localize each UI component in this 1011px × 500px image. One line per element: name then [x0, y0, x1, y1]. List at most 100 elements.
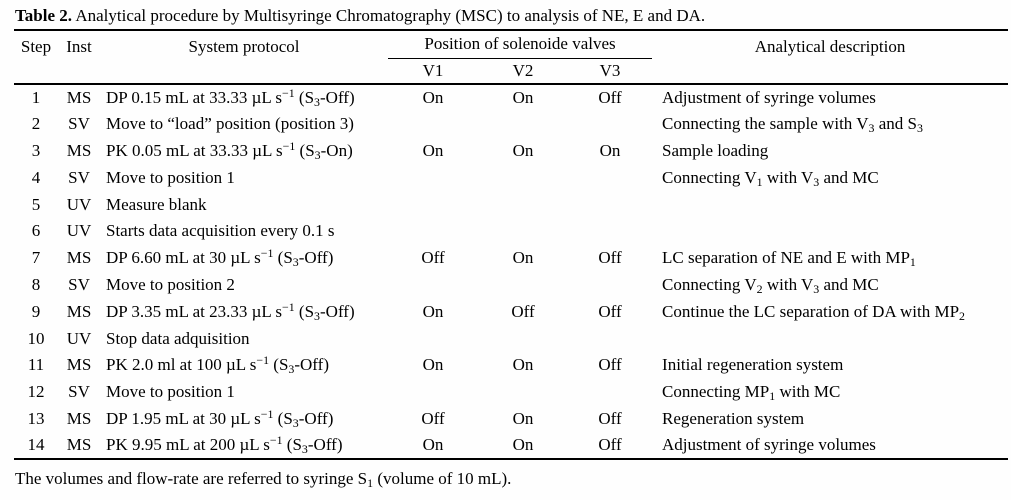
col-header-v3: V3 [599, 60, 621, 80]
cell-step: 2 [31, 114, 41, 134]
cell-inst: MS [58, 432, 100, 461]
cell-valve-v1: Off [421, 248, 445, 268]
cell-valve-v2: On [478, 432, 568, 461]
cell-valve-v3: Off [598, 408, 622, 428]
cell-valve-v2 [478, 191, 568, 218]
cell-step: 1 [14, 83, 58, 111]
cell-description: Connecting the sample with V3 and S3 [662, 114, 923, 136]
cell-protocol: Move to position 1 [106, 167, 235, 187]
cell-step: 3 [31, 140, 41, 160]
cell-valve-v1 [388, 218, 478, 245]
cell-inst: UV [66, 194, 92, 214]
cell-valve-v3 [568, 164, 652, 191]
table-row: 5 UV Measure blank [14, 191, 1008, 218]
col-header-v1: V1 [422, 60, 444, 80]
table-row: 13 MS DP 1.95 mL at 30 µL s−1 (S3-Off) O… [14, 406, 1008, 433]
cell-step: 6 [31, 221, 41, 241]
cell-inst: MS [66, 140, 92, 160]
cell-valve-v1: On [422, 301, 444, 321]
cell-description: Adjustment of syringe volumes [652, 83, 1009, 111]
cell-protocol: PK 9.95 mL at 200 µL s−1 (S3-Off) [100, 432, 388, 461]
col-header-step: Step [20, 37, 52, 56]
cell-protocol: DP 3.35 mL at 23.33 µL s−1 (S3-Off) [106, 299, 355, 323]
cell-valve-v1 [388, 272, 478, 299]
cell-step: 14 [14, 432, 58, 461]
cell-valve-v3 [568, 111, 652, 138]
table-row: 8 SV Move to position 2 Connecting V2 wi… [14, 272, 1008, 299]
cell-protocol: Move to position 2 [106, 274, 235, 294]
cell-valve-v3: Off [598, 248, 622, 268]
cell-valve-v2 [478, 111, 568, 138]
col-header-analytical-description: Analytical description [754, 37, 906, 56]
cell-step: 13 [27, 408, 45, 428]
cell-inst: UV [66, 328, 92, 348]
cell-valve-v3 [568, 218, 652, 245]
cell-valve-v1: On [422, 140, 444, 160]
table-row: 7 MS DP 6.60 mL at 30 µL s−1 (S3-Off) Of… [14, 245, 1008, 272]
cell-valve-v3: Off [598, 355, 622, 375]
cell-protocol: PK 2.0 ml at 100 µL s−1 (S3-Off) [106, 353, 329, 377]
cell-valve-v1 [388, 164, 478, 191]
cell-step: 5 [31, 194, 41, 214]
table-caption-text: Analytical procedure by Multisyringe Chr… [72, 6, 706, 25]
cell-inst: SV [68, 114, 90, 134]
cell-valve-v2: On [512, 140, 534, 160]
cell-inst: MS [58, 83, 100, 111]
cell-description: Connecting V2 with V3 and MC [662, 274, 879, 296]
cell-protocol: Starts data acquisition every 0.1 s [106, 221, 335, 241]
cell-valve-v3 [568, 272, 652, 299]
cell-valve-v1 [388, 325, 478, 352]
table-row: 4 SV Move to position 1 Connecting V1 wi… [14, 164, 1008, 191]
cell-description: LC separation of NE and E with MP1 [662, 248, 916, 270]
cell-valve-v3 [568, 379, 652, 406]
cell-valve-v3: Off [598, 301, 622, 321]
cell-valve-v2 [478, 272, 568, 299]
table-row: 9 MS DP 3.35 mL at 23.33 µL s−1 (S3-Off)… [14, 298, 1008, 325]
cell-protocol: DP 6.60 mL at 30 µL s−1 (S3-Off) [106, 246, 334, 270]
table-footnote: The volumes and flow-rate are referred t… [15, 469, 512, 491]
cell-description: Adjustment of syringe volumes [652, 432, 1009, 461]
cell-step: 10 [27, 328, 45, 348]
cell-description: Continue the LC separation of DA with MP… [662, 301, 965, 323]
cell-valve-v2 [478, 218, 568, 245]
cell-valve-v3 [568, 325, 652, 352]
cell-step: 9 [31, 301, 41, 321]
cell-description: Connecting MP1 with MC [662, 382, 841, 404]
cell-inst: MS [66, 301, 92, 321]
cell-inst: SV [68, 167, 90, 187]
cell-inst: MS [66, 355, 92, 375]
cell-protocol: Move to position 1 [106, 382, 235, 402]
cell-valve-v3 [568, 191, 652, 218]
cell-valve-v1: On [388, 432, 478, 461]
cell-description [652, 325, 1008, 352]
cell-valve-v1: On [388, 83, 478, 111]
cell-inst: SV [68, 274, 90, 294]
table-caption-label: Table 2. [15, 6, 73, 25]
cell-inst: SV [68, 382, 90, 402]
table-row: 10 UV Stop data adquisition [14, 325, 1008, 352]
cell-inst: MS [66, 248, 92, 268]
cell-valve-v1: On [422, 355, 444, 375]
cell-valve-v1 [388, 111, 478, 138]
cell-valve-v2: On [512, 408, 534, 428]
cell-protocol: PK 0.05 mL at 33.33 µL s−1 (S3-On) [106, 139, 353, 162]
cell-description [652, 218, 1008, 245]
table-row: 6 UV Starts data acquisition every 0.1 s [14, 218, 1008, 245]
cell-valve-v2: On [478, 83, 568, 111]
cell-valve-v2 [478, 325, 568, 352]
table-row: 11 MS PK 2.0 ml at 100 µL s−1 (S3-Off) O… [14, 352, 1008, 379]
header-row-groups: Step Inst System protocol Position of so… [14, 30, 1008, 59]
cell-description: Regeneration system [662, 408, 805, 428]
col-header-valves-group: Position of solenoide valves [388, 30, 653, 59]
cell-protocol: Move to “load” position (position 3) [106, 114, 354, 134]
cell-valve-v3: On [599, 140, 621, 160]
table-row: 2 SV Move to “load” position (position 3… [14, 111, 1008, 138]
table-row: 1 MS DP 0.15 mL at 33.33 µL s−1 (S3-Off)… [14, 83, 1009, 111]
cell-protocol: Measure blank [106, 194, 207, 214]
cell-protocol: DP 0.15 mL at 33.33 µL s−1 (S3-Off) [100, 83, 388, 111]
cell-valve-v1: Off [421, 408, 445, 428]
procedure-table: Step Inst System protocol Position of so… [14, 29, 1009, 461]
cell-inst: UV [66, 221, 92, 241]
cell-valve-v3: Off [568, 83, 653, 111]
